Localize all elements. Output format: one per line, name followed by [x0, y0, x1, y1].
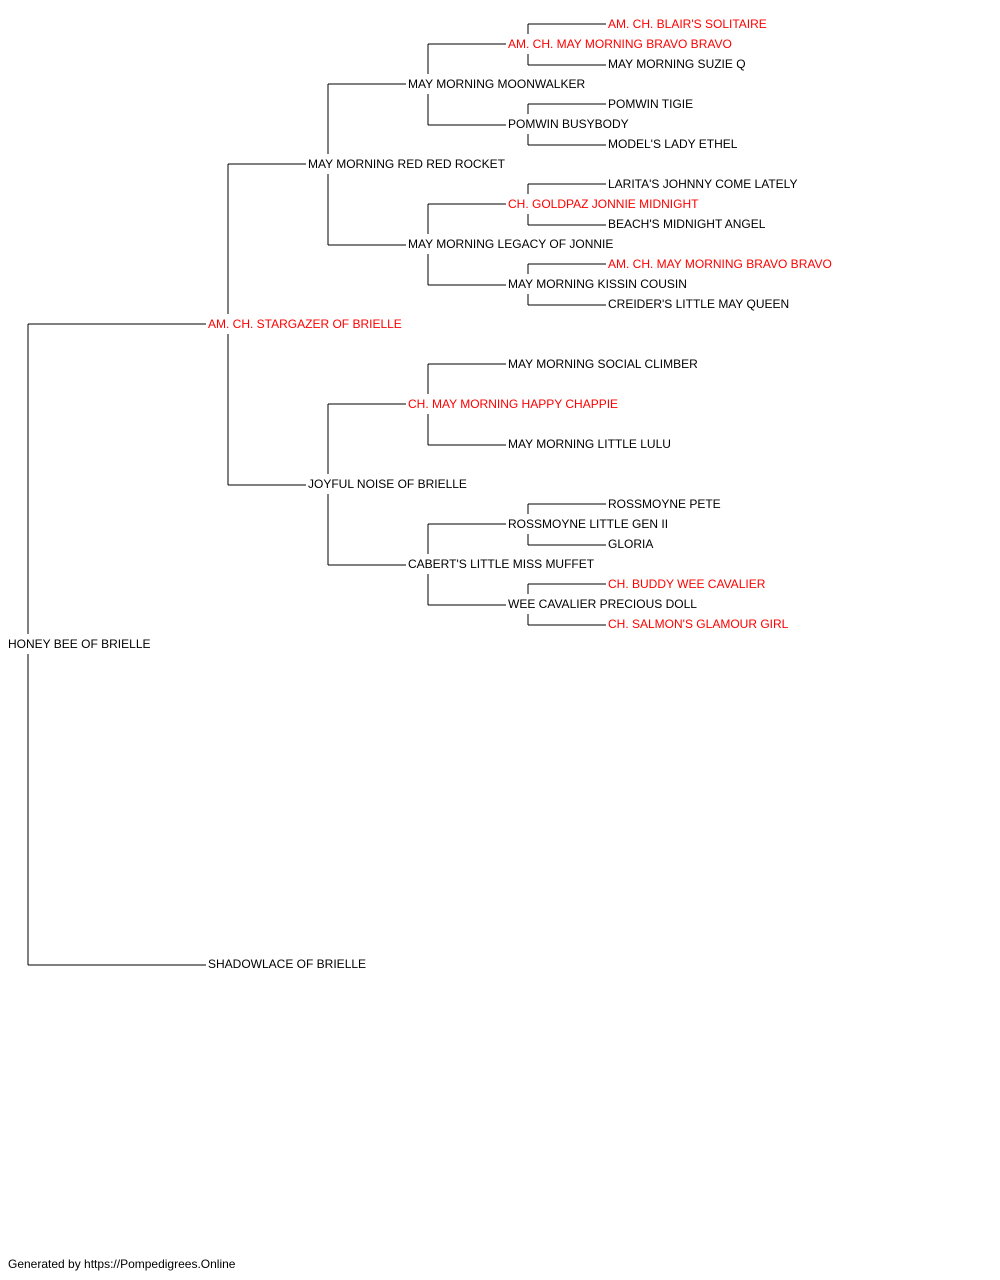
dog-name-subject-dam: SHADOWLACE OF BRIELLE — [208, 957, 367, 971]
dog-name-subject-sire-dam-dam-dam-sire: CH. BUDDY WEE CAVALIER — [608, 577, 766, 591]
dog-name-subject-sire-sire-sire-sire: AM. CH. MAY MORNING BRAVO BRAVO — [508, 37, 732, 51]
dog-name-subject-sire-sire-dam-dam: MAY MORNING KISSIN COUSIN — [508, 277, 687, 291]
dog-name-subject-sire-dam-sire: CH. MAY MORNING HAPPY CHAPPIE — [408, 397, 619, 411]
footer-credit: Generated by https://Pompedigrees.Online — [8, 1257, 236, 1271]
dog-name-subject-sire-sire-sire-sire-dam: MAY MORNING SUZIE Q — [608, 57, 746, 71]
dog-name-subject-sire-sire-dam-dam-dam: CREIDER'S LITTLE MAY QUEEN — [608, 297, 790, 311]
dog-name-subject-sire-dam-sire-sire: MAY MORNING SOCIAL CLIMBER — [508, 357, 698, 371]
dog-name-subject-sire-sire-dam-sire-sire: LARITA'S JOHNNY COME LATELY — [608, 177, 798, 191]
dog-name-subject-sire-dam-dam: CABERT'S LITTLE MISS MUFFET — [408, 557, 595, 571]
dog-name-subject: HONEY BEE OF BRIELLE — [8, 637, 151, 651]
dog-name-subject-sire-sire-sire-dam-sire: POMWIN TIGIE — [608, 97, 694, 111]
dog-name-subject-sire-sire-dam-sire-dam: BEACH'S MIDNIGHT ANGEL — [608, 217, 766, 231]
dog-name-subject-sire-dam-dam-dam: WEE CAVALIER PRECIOUS DOLL — [508, 597, 697, 611]
dog-name-subject-sire-dam-sire-dam: MAY MORNING LITTLE LULU — [508, 437, 671, 451]
dog-name-subject-sire-sire-sire-sire-sire: AM. CH. BLAIR'S SOLITAIRE — [608, 17, 767, 31]
dog-name-subject-sire-sire-dam: MAY MORNING LEGACY OF JONNIE — [408, 237, 614, 251]
dog-name-subject-sire-sire-dam-dam-sire: AM. CH. MAY MORNING BRAVO BRAVO — [608, 257, 832, 271]
dog-name-subject-sire-sire-dam-sire: CH. GOLDPAZ JONNIE MIDNIGHT — [508, 197, 699, 211]
dog-name-subject-sire: AM. CH. STARGAZER OF BRIELLE — [208, 317, 402, 331]
dog-name-subject-sire-sire-sire: MAY MORNING MOONWALKER — [408, 77, 586, 91]
dog-name-subject-sire-dam-dam-sire-sire: ROSSMOYNE PETE — [608, 497, 721, 511]
dog-name-subject-sire-dam-dam-dam-dam: CH. SALMON'S GLAMOUR GIRL — [608, 617, 789, 631]
dog-name-subject-sire-dam: JOYFUL NOISE OF BRIELLE — [308, 477, 467, 491]
dog-name-subject-sire-sire-sire-dam: POMWIN BUSYBODY — [508, 117, 629, 131]
dog-name-subject-sire-sire-sire-dam-dam: MODEL'S LADY ETHEL — [608, 137, 738, 151]
dog-name-subject-sire-sire: MAY MORNING RED RED ROCKET — [308, 157, 505, 171]
dog-name-subject-sire-dam-dam-sire-dam: GLORIA — [608, 537, 654, 551]
dog-name-subject-sire-dam-dam-sire: ROSSMOYNE LITTLE GEN II — [508, 517, 669, 531]
